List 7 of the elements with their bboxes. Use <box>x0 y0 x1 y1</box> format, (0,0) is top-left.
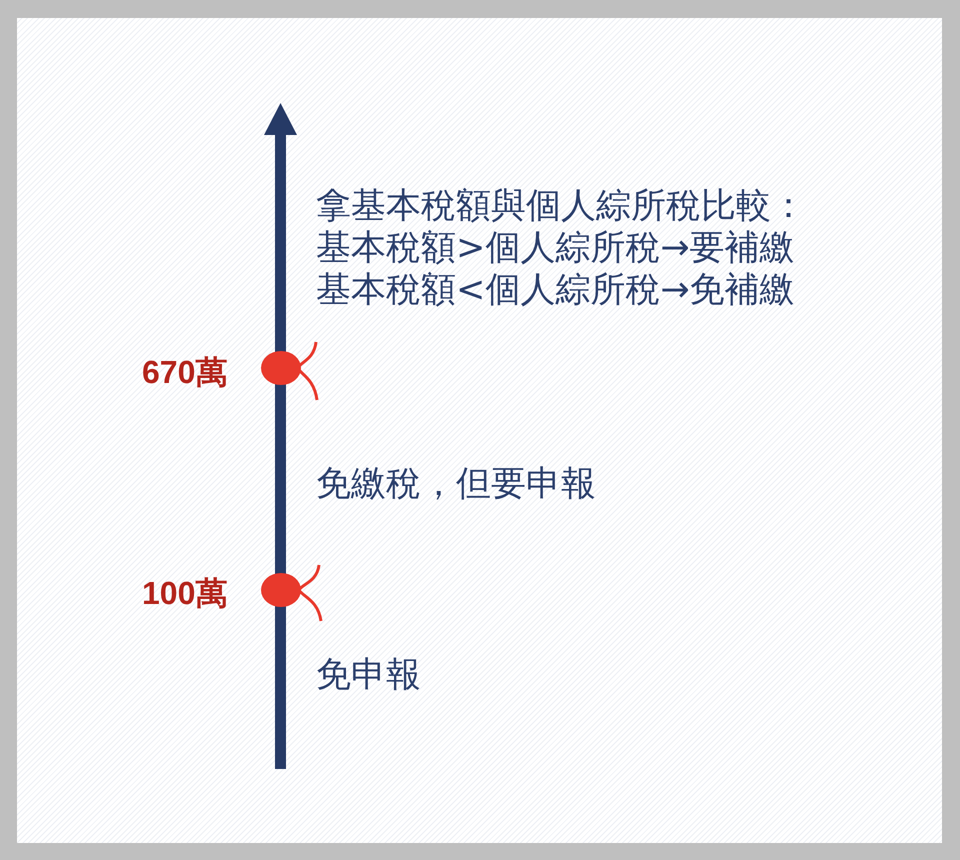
threshold-label: 100萬 <box>142 577 228 609</box>
note-text: 免申報 <box>316 658 421 693</box>
threshold-label: 670萬 <box>142 356 228 388</box>
note-text: 拿基本稅額與個人綜所稅比較： <box>316 189 806 224</box>
note-text: 基本稅額>個人綜所稅→要補繳 <box>316 231 795 266</box>
note-text: 免繳稅，但要申報 <box>316 467 596 502</box>
note-text: 基本稅額<個人綜所稅→免補繳 <box>316 273 795 308</box>
